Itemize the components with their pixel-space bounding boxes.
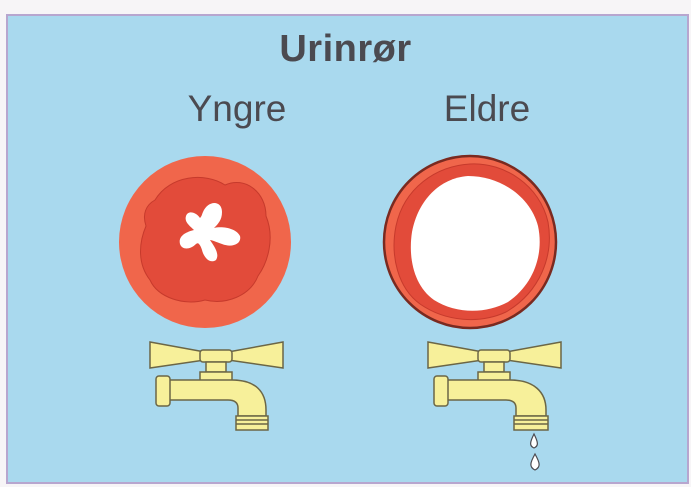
drop-2: [531, 454, 539, 470]
tap-younger-handle-right: [228, 342, 283, 368]
tap-older-handle-left: [428, 342, 483, 368]
drop-1: [531, 434, 538, 448]
tap-older-handle-right: [506, 342, 561, 368]
urethra-older: [384, 156, 556, 328]
tap-younger-handle-left: [150, 342, 205, 368]
urethra-younger: [119, 156, 291, 328]
tap-younger: [150, 342, 283, 430]
tap-older: [428, 342, 561, 430]
water-drops: [531, 434, 540, 470]
